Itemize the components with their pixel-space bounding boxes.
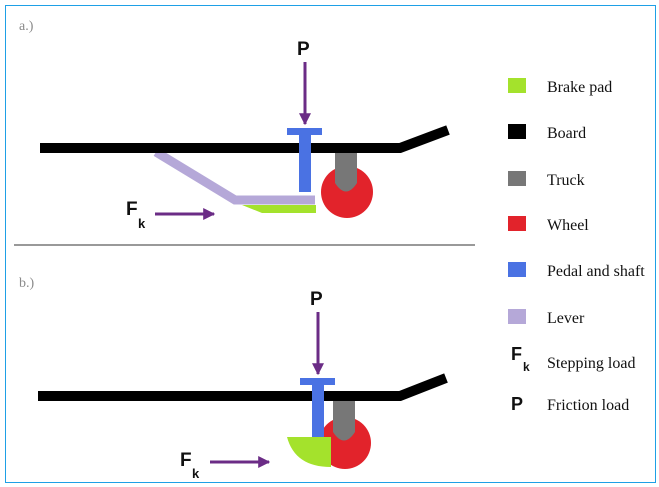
legend-swatch-wheel bbox=[508, 216, 526, 231]
panel-a-lever bbox=[153, 148, 315, 205]
panel-a-brake-pad bbox=[242, 205, 316, 213]
panel-b-fk-subscript: k bbox=[192, 466, 200, 481]
panel-a-truck bbox=[335, 150, 357, 192]
legend-label-friction-load: Friction load bbox=[547, 397, 629, 414]
panel-a-pedal bbox=[287, 128, 322, 135]
panel-a-fk-label: F bbox=[126, 199, 138, 220]
figure-frame bbox=[5, 5, 656, 483]
panel-b-truck bbox=[333, 399, 355, 441]
panel-a-p-label: P bbox=[297, 39, 310, 60]
legend-symbol-p: P bbox=[511, 394, 523, 414]
legend-swatch-brake-pad bbox=[508, 78, 526, 93]
legend-label-wheel: Wheel bbox=[547, 217, 589, 234]
legend-label-stepping-load: Stepping load bbox=[547, 355, 635, 372]
panel-b-label: b.) bbox=[19, 276, 35, 291]
panel-b-fk-label: F bbox=[180, 450, 192, 471]
legend-symbol-fk-subscript: k bbox=[523, 360, 530, 374]
panel-b-pedal bbox=[300, 378, 335, 385]
legend-swatch-board bbox=[508, 124, 526, 139]
legend-label-truck: Truck bbox=[547, 172, 585, 189]
panel-a-label: a.) bbox=[19, 19, 34, 34]
legend-label-pedal-and-shaft: Pedal and shaft bbox=[547, 263, 645, 280]
legend-swatch-pedal-and-shaft bbox=[508, 262, 526, 277]
panel-a-fk-subscript: k bbox=[138, 216, 146, 231]
panel-a-wheel bbox=[321, 166, 373, 218]
legend: Brake pad Board Truck Wheel Pedal and sh… bbox=[508, 78, 645, 414]
panel-b-p-label: P bbox=[310, 289, 323, 310]
panel-b-wheel bbox=[319, 417, 371, 469]
panel-a-diagram: P F k bbox=[40, 39, 450, 231]
panel-b-board bbox=[38, 373, 448, 401]
panel-a-shaft bbox=[299, 132, 311, 192]
panel-b-shaft bbox=[312, 382, 324, 437]
legend-label-lever: Lever bbox=[547, 310, 585, 327]
panel-a-board bbox=[40, 125, 450, 153]
legend-label-brake-pad: Brake pad bbox=[547, 79, 612, 96]
panel-b-brake-pad bbox=[287, 437, 331, 467]
legend-swatch-truck bbox=[508, 171, 526, 186]
panel-b-diagram: P F k bbox=[38, 289, 448, 481]
legend-symbol-fk: F bbox=[511, 344, 522, 364]
legend-label-board: Board bbox=[547, 125, 586, 142]
legend-swatch-lever bbox=[508, 309, 526, 324]
